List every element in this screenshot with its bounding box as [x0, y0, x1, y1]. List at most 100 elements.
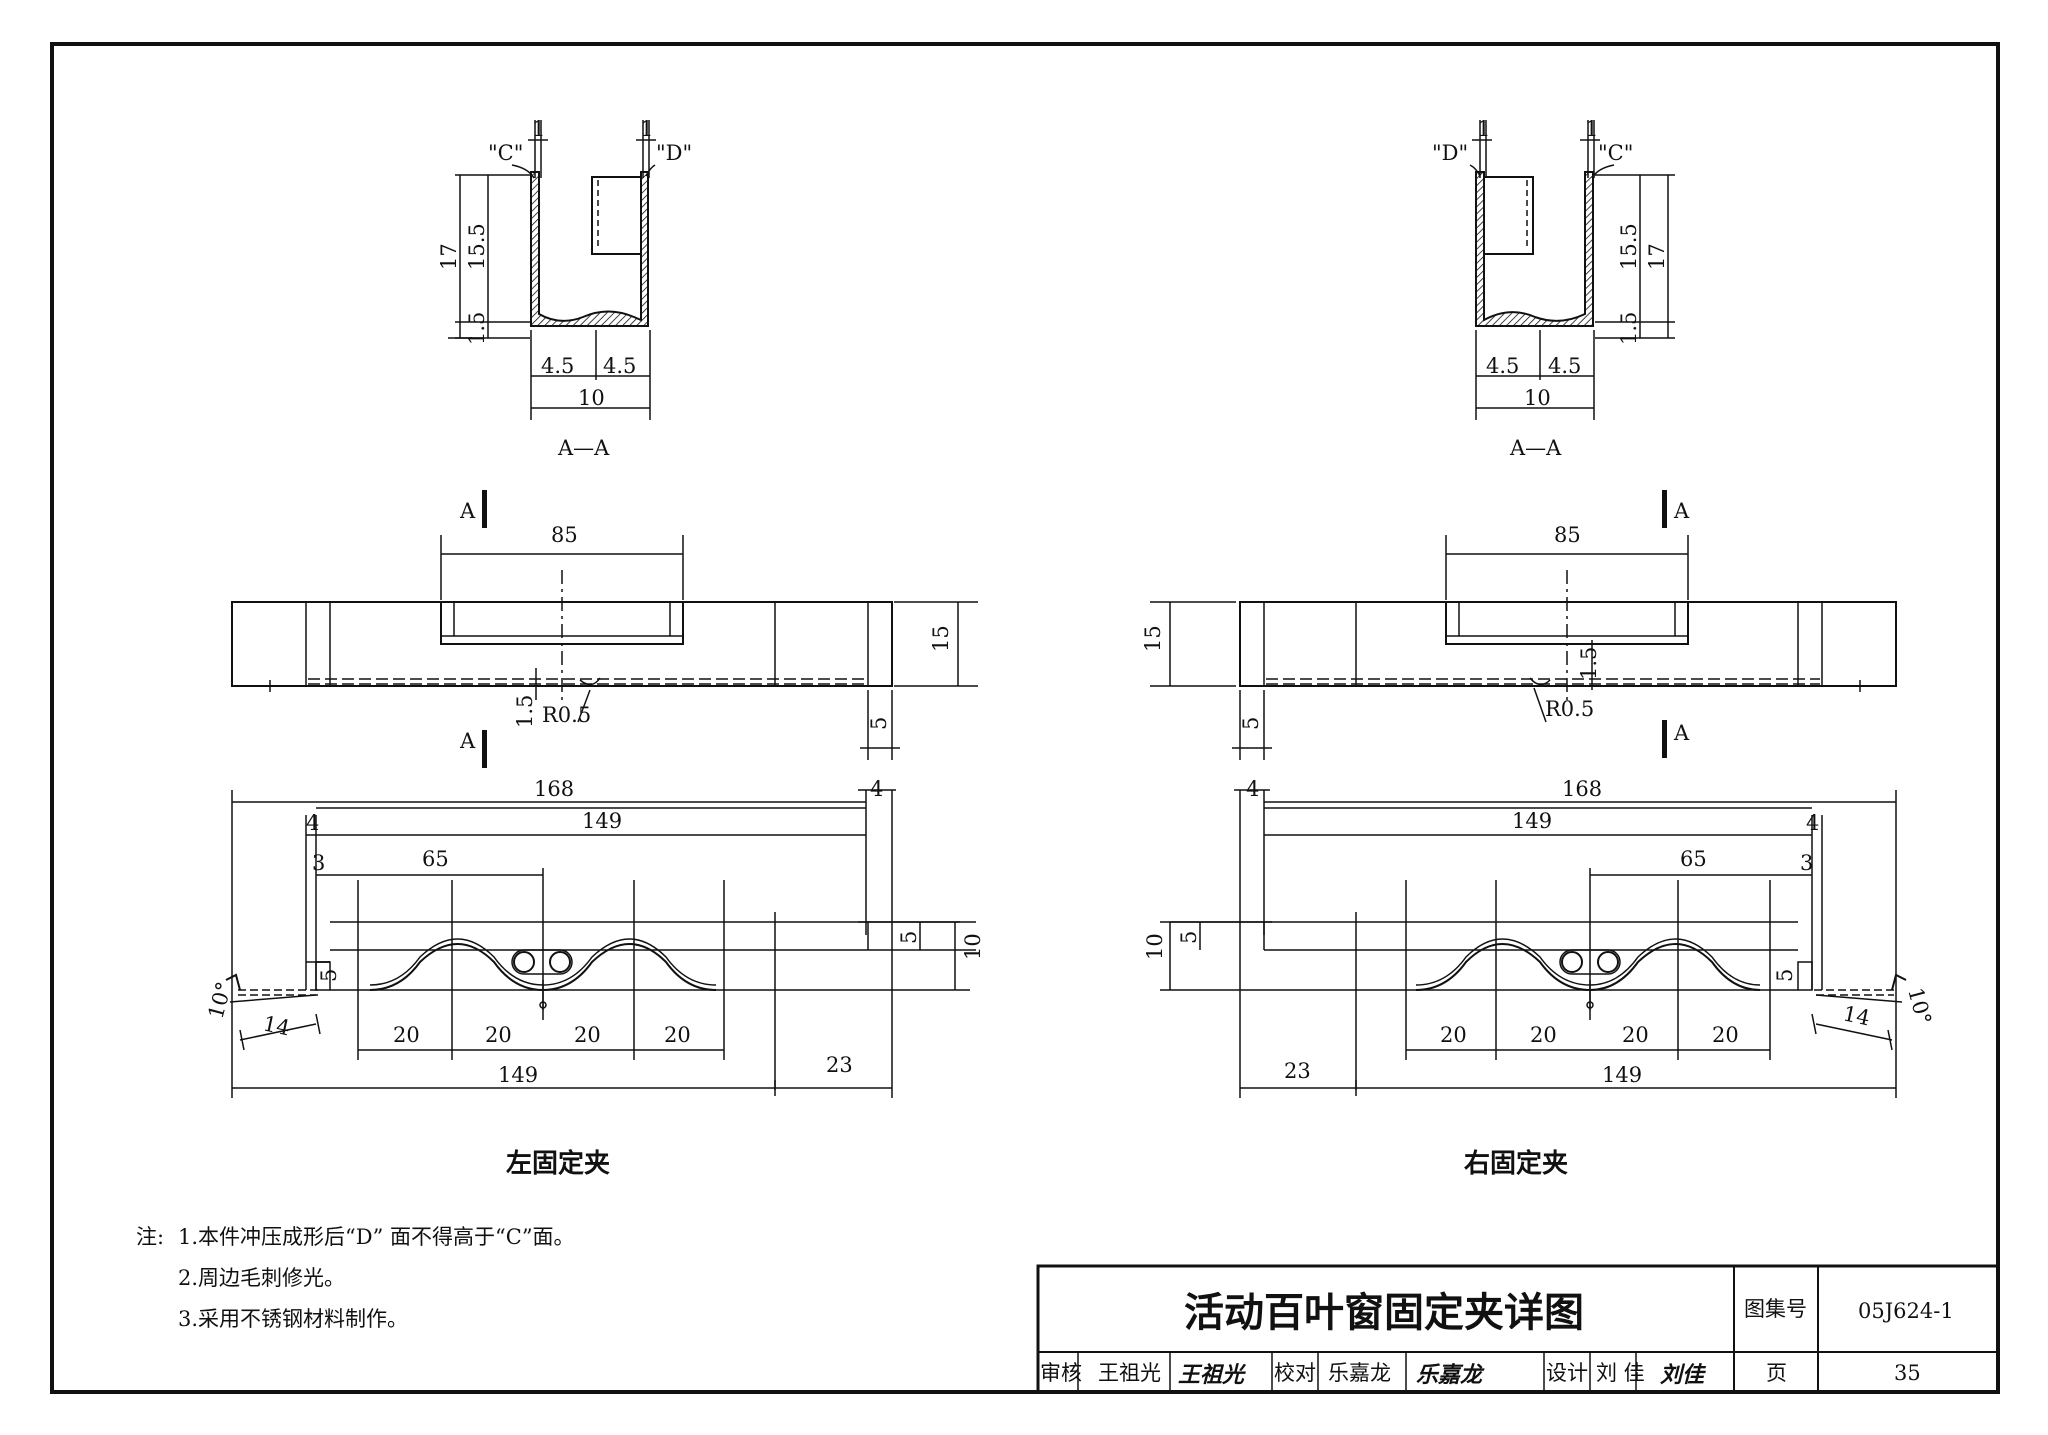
- left-dim-10: 10: [961, 933, 985, 960]
- right-face-d-label: "D": [1432, 141, 1468, 165]
- drawing-title: 活动百叶窗固定夹详图: [1184, 1290, 1584, 1336]
- note-1: 1.本件冲压成形后“D” 面不得高于“C”面。: [178, 1225, 575, 1249]
- right-dim-15: 15: [1141, 625, 1165, 652]
- right-dim-5c: 5: [1773, 969, 1797, 982]
- review-label: 审核: [1040, 1361, 1082, 1385]
- right-dim-t2: 1: [1585, 117, 1598, 141]
- designer-signature: 刘佳: [1660, 1362, 1707, 1388]
- left-dim-w45b: 4.5: [603, 354, 636, 378]
- right-elevation-view: [1150, 535, 1897, 760]
- left-dim-4a: 4: [306, 811, 319, 835]
- left-cut-marker-bottom: [482, 730, 487, 768]
- design-label: 设计: [1546, 1361, 1588, 1385]
- right-dim-4a: 4: [1246, 777, 1259, 801]
- left-caption: 左固定夹: [506, 1148, 610, 1179]
- right-caption: 右固定夹: [1464, 1148, 1568, 1179]
- left-dim-20d: 20: [664, 1023, 691, 1047]
- right-cut-label-top: A: [1673, 499, 1690, 523]
- designer-name: 刘 佳: [1596, 1361, 1645, 1385]
- right-dim-149a: 149: [1512, 809, 1552, 833]
- right-dim-23: 23: [1284, 1059, 1311, 1083]
- right-dim-10: 10: [1143, 933, 1167, 960]
- left-dim-168: 168: [534, 777, 574, 801]
- right-cut-marker-bottom: [1662, 720, 1667, 758]
- right-dim-h17: 17: [1645, 243, 1669, 270]
- right-dim-w45a: 4.5: [1486, 354, 1519, 378]
- left-clip-drawing: 1 1 "C" "D" 17 15.5 1.5 4.5 4.5 10 A—A: [204, 117, 985, 1179]
- left-cut-label-bottom: A: [459, 729, 476, 753]
- right-dim-w45b: 4.5: [1548, 354, 1581, 378]
- left-dim-r05: R0.5: [542, 703, 591, 727]
- left-dim-23: 23: [826, 1053, 853, 1077]
- right-section-view: [1469, 120, 1675, 420]
- right-dim-w10: 10: [1524, 386, 1551, 410]
- sheet-border: [50, 42, 2000, 1394]
- left-section-label: A—A: [557, 436, 610, 460]
- left-dim-h155: 15.5: [465, 223, 489, 270]
- right-dim-20b: 20: [1530, 1023, 1557, 1047]
- left-dim-14: 14: [261, 1011, 292, 1040]
- left-dim-15: 15: [929, 625, 953, 652]
- left-dim-w10: 10: [578, 386, 605, 410]
- right-dim-4b: 4: [1806, 811, 1819, 835]
- left-dim-20c: 20: [574, 1023, 601, 1047]
- left-dim-h17: 17: [437, 243, 461, 270]
- right-dim-r05: R0.5: [1545, 697, 1594, 721]
- left-dim-4b: 4: [870, 777, 883, 801]
- left-dim-5b: 5: [897, 931, 921, 944]
- right-dim-20d: 20: [1712, 1023, 1739, 1047]
- right-dim-85: 85: [1554, 523, 1581, 547]
- left-section-view: [448, 120, 656, 420]
- left-dim-3: 3: [312, 851, 325, 875]
- right-face-c-label: "C": [1598, 141, 1633, 165]
- notes: 注: 1.本件冲压成形后“D” 面不得高于“C”面。 2.周边毛刺修光。 3.采…: [136, 1225, 575, 1331]
- page-label: 页: [1766, 1361, 1787, 1385]
- title-block: 活动百叶窗固定夹详图 图集号 05J624-1 审核 王祖光 王祖光 校对 乐嘉…: [1036, 1264, 2000, 1394]
- page-number: 35: [1894, 1361, 1921, 1385]
- right-section-label: A—A: [1509, 436, 1562, 460]
- left-face-d-label: "D": [656, 141, 692, 165]
- left-dim-5c: 5: [317, 969, 341, 982]
- left-dim-t1: 1: [532, 117, 545, 141]
- note-2: 2.周边毛刺修光。: [178, 1266, 345, 1290]
- left-dim-149b: 149: [498, 1063, 538, 1087]
- right-dim-149b: 149: [1602, 1063, 1642, 1087]
- atlas-label: 图集号: [1744, 1297, 1807, 1321]
- check-label: 校对: [1274, 1361, 1316, 1385]
- right-dim-20c: 20: [1622, 1023, 1649, 1047]
- left-plan-view: [225, 789, 976, 1098]
- notes-prefix: 注:: [136, 1225, 164, 1249]
- left-dim-20b: 20: [485, 1023, 512, 1047]
- reviewer-signature: 王祖光: [1178, 1362, 1247, 1388]
- right-clip-drawing: 1 1 "D" "C" 15.5 17 1.5 4.5 4.5 10 A—A: [1141, 117, 1936, 1179]
- note-3: 3.采用不锈钢材料制作。: [178, 1307, 408, 1331]
- checker-signature: 乐嘉龙: [1416, 1362, 1485, 1388]
- right-dim-5b: 5: [1177, 931, 1201, 944]
- right-cut-label-bottom: A: [1673, 721, 1690, 745]
- left-cut-marker-top: [482, 490, 487, 528]
- left-dim-85: 85: [551, 523, 578, 547]
- left-dim-65: 65: [422, 847, 449, 871]
- left-elevation-view: [231, 535, 978, 760]
- right-dim-15b: 1.5: [1577, 647, 1601, 680]
- right-dim-168: 168: [1562, 777, 1602, 801]
- right-dim-t1: 1: [1477, 117, 1490, 141]
- left-dim-149a: 149: [582, 809, 622, 833]
- right-cut-marker-top: [1662, 490, 1667, 528]
- right-dim-65: 65: [1680, 847, 1707, 871]
- right-dim-20a: 20: [1440, 1023, 1467, 1047]
- right-dim-14: 14: [1841, 1001, 1872, 1030]
- left-face-c-label: "C": [488, 141, 523, 165]
- left-dim-w45a: 4.5: [541, 354, 574, 378]
- left-dim-15b: 1.5: [513, 695, 537, 728]
- reviewer-name: 王祖光: [1098, 1361, 1161, 1385]
- right-plan-view: [1160, 789, 1907, 1098]
- right-dim-angle: 10°: [1903, 985, 1936, 1027]
- right-dim-3: 3: [1800, 851, 1813, 875]
- left-dim-20a: 20: [393, 1023, 420, 1047]
- left-dim-h15s: 1.5: [465, 312, 489, 345]
- left-dim-5: 5: [867, 717, 891, 730]
- right-dim-5: 5: [1239, 717, 1263, 730]
- left-cut-label-top: A: [459, 499, 476, 523]
